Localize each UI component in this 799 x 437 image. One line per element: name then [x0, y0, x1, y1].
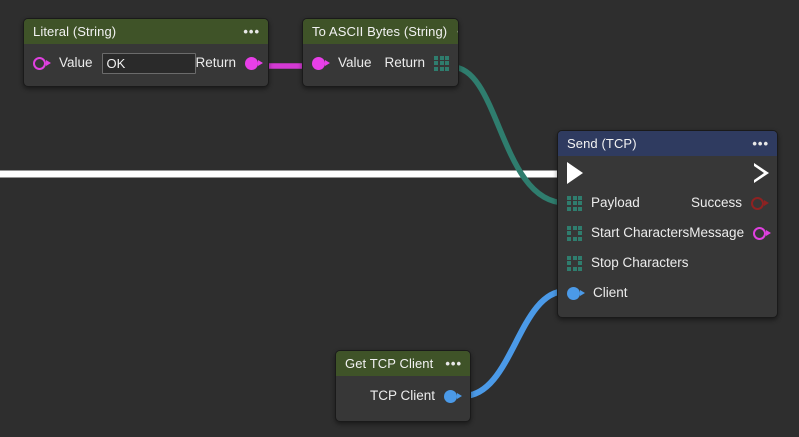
port-pin-value-string-icon[interactable] [33, 56, 51, 70]
node-ascii-return-output-group[interactable]: Return [384, 55, 449, 71]
node-send-stop-characters-input-group[interactable]: Stop Characters [567, 255, 689, 271]
node-send-exec-row [567, 158, 769, 188]
node-send-stop-characters-label: Stop Characters [591, 255, 689, 271]
node-send-header[interactable]: Send (TCP) ••• [558, 131, 777, 156]
node-ascii-menu-icon[interactable]: ••• [447, 25, 458, 38]
port-pin-success-bool-icon[interactable] [751, 196, 769, 210]
node-send-success-label: Success [690, 195, 742, 211]
node-literal-title: Literal (String) [33, 24, 117, 39]
node-ascii-value-input-group[interactable]: Value [312, 56, 372, 70]
node-literal-return-output-group[interactable]: Return [195, 55, 264, 71]
node-literal-string[interactable]: Literal (String) ••• Value Return [23, 18, 269, 87]
node-literal-body: Value Return [24, 44, 268, 86]
exec-in-arrow-icon[interactable] [567, 162, 583, 184]
node-send-start-characters-input-group[interactable]: Start Characters [567, 225, 690, 241]
node-send-body: Payload Success Start Characters [558, 156, 777, 317]
wire-ascii-return-to-payload [449, 64, 569, 206]
node-literal-return-label: Return [195, 55, 237, 71]
node-send-client-row: Client [567, 278, 768, 308]
node-literal-value-label: Value [59, 55, 93, 71]
wire-tcpclient-to-send-client [460, 288, 569, 399]
port-pin-start-characters-array-icon[interactable] [567, 225, 582, 241]
port-pin-return-array-icon[interactable] [434, 55, 449, 71]
node-literal-header[interactable]: Literal (String) ••• [24, 19, 268, 44]
node-send-exec-out-group[interactable] [754, 162, 769, 184]
node-send-start-characters-row: Start Characters Message [567, 218, 772, 248]
node-ascii-body: Value Return [303, 44, 458, 86]
node-literal-menu-icon[interactable]: ••• [243, 24, 260, 39]
node-send-title: Send (TCP) [567, 136, 637, 151]
node-send-message-label: Message [689, 225, 745, 241]
node-to-ascii-bytes-string[interactable]: To ASCII Bytes (String) ••• Value Return [302, 18, 459, 87]
literal-value-input[interactable] [101, 52, 196, 74]
port-pin-stop-characters-array-icon[interactable] [567, 255, 582, 271]
node-send-stop-characters-row: Stop Characters [567, 248, 768, 278]
port-pin-payload-array-icon[interactable] [567, 195, 582, 211]
node-send-client-label: Client [593, 285, 628, 301]
node-gettcpclient-output-group[interactable]: TCP Client [369, 388, 462, 404]
node-ascii-title: To ASCII Bytes (String) [312, 24, 448, 39]
port-pin-value-string-icon[interactable] [312, 56, 330, 70]
node-send-payload-row: Payload Success [567, 188, 769, 218]
node-get-tcp-client[interactable]: Get TCP Client ••• TCP Client [335, 350, 471, 422]
node-ascii-value-row: Value Return [312, 48, 449, 78]
port-pin-client-object-icon[interactable] [567, 286, 585, 300]
node-send-success-output-group[interactable]: Success [690, 195, 769, 211]
node-send-client-input-group[interactable]: Client [567, 286, 628, 300]
node-ascii-header[interactable]: To ASCII Bytes (String) ••• [303, 19, 458, 44]
node-literal-value-row: Value Return [33, 48, 264, 78]
node-gettcpclient-title: Get TCP Client [345, 356, 434, 371]
node-send-payload-input-group[interactable]: Payload [567, 195, 640, 211]
node-gettcpclient-header[interactable]: Get TCP Client ••• [336, 351, 470, 376]
node-send-message-output-group[interactable]: Message [689, 225, 772, 241]
exec-out-arrow-icon[interactable] [754, 162, 769, 184]
node-gettcpclient-output-row: TCP Client [345, 381, 462, 411]
node-gettcpclient-tcpclient-label: TCP Client [369, 388, 435, 404]
node-send-start-characters-label: Start Characters [591, 225, 690, 241]
port-pin-tcp-client-object-icon[interactable] [444, 389, 462, 403]
node-ascii-value-label: Value [338, 55, 372, 71]
node-send-menu-icon[interactable]: ••• [752, 136, 769, 151]
port-pin-return-string-icon[interactable] [245, 56, 264, 70]
node-literal-value-input-group[interactable]: Value [33, 52, 196, 74]
node-gettcpclient-menu-icon[interactable]: ••• [445, 356, 462, 371]
node-send-payload-label: Payload [591, 195, 640, 211]
node-gettcpclient-body: TCP Client [336, 376, 470, 421]
port-pin-message-string-icon[interactable] [753, 226, 772, 240]
node-send-tcp[interactable]: Send (TCP) ••• Payload Success [557, 130, 778, 318]
node-ascii-return-label: Return [384, 55, 425, 71]
